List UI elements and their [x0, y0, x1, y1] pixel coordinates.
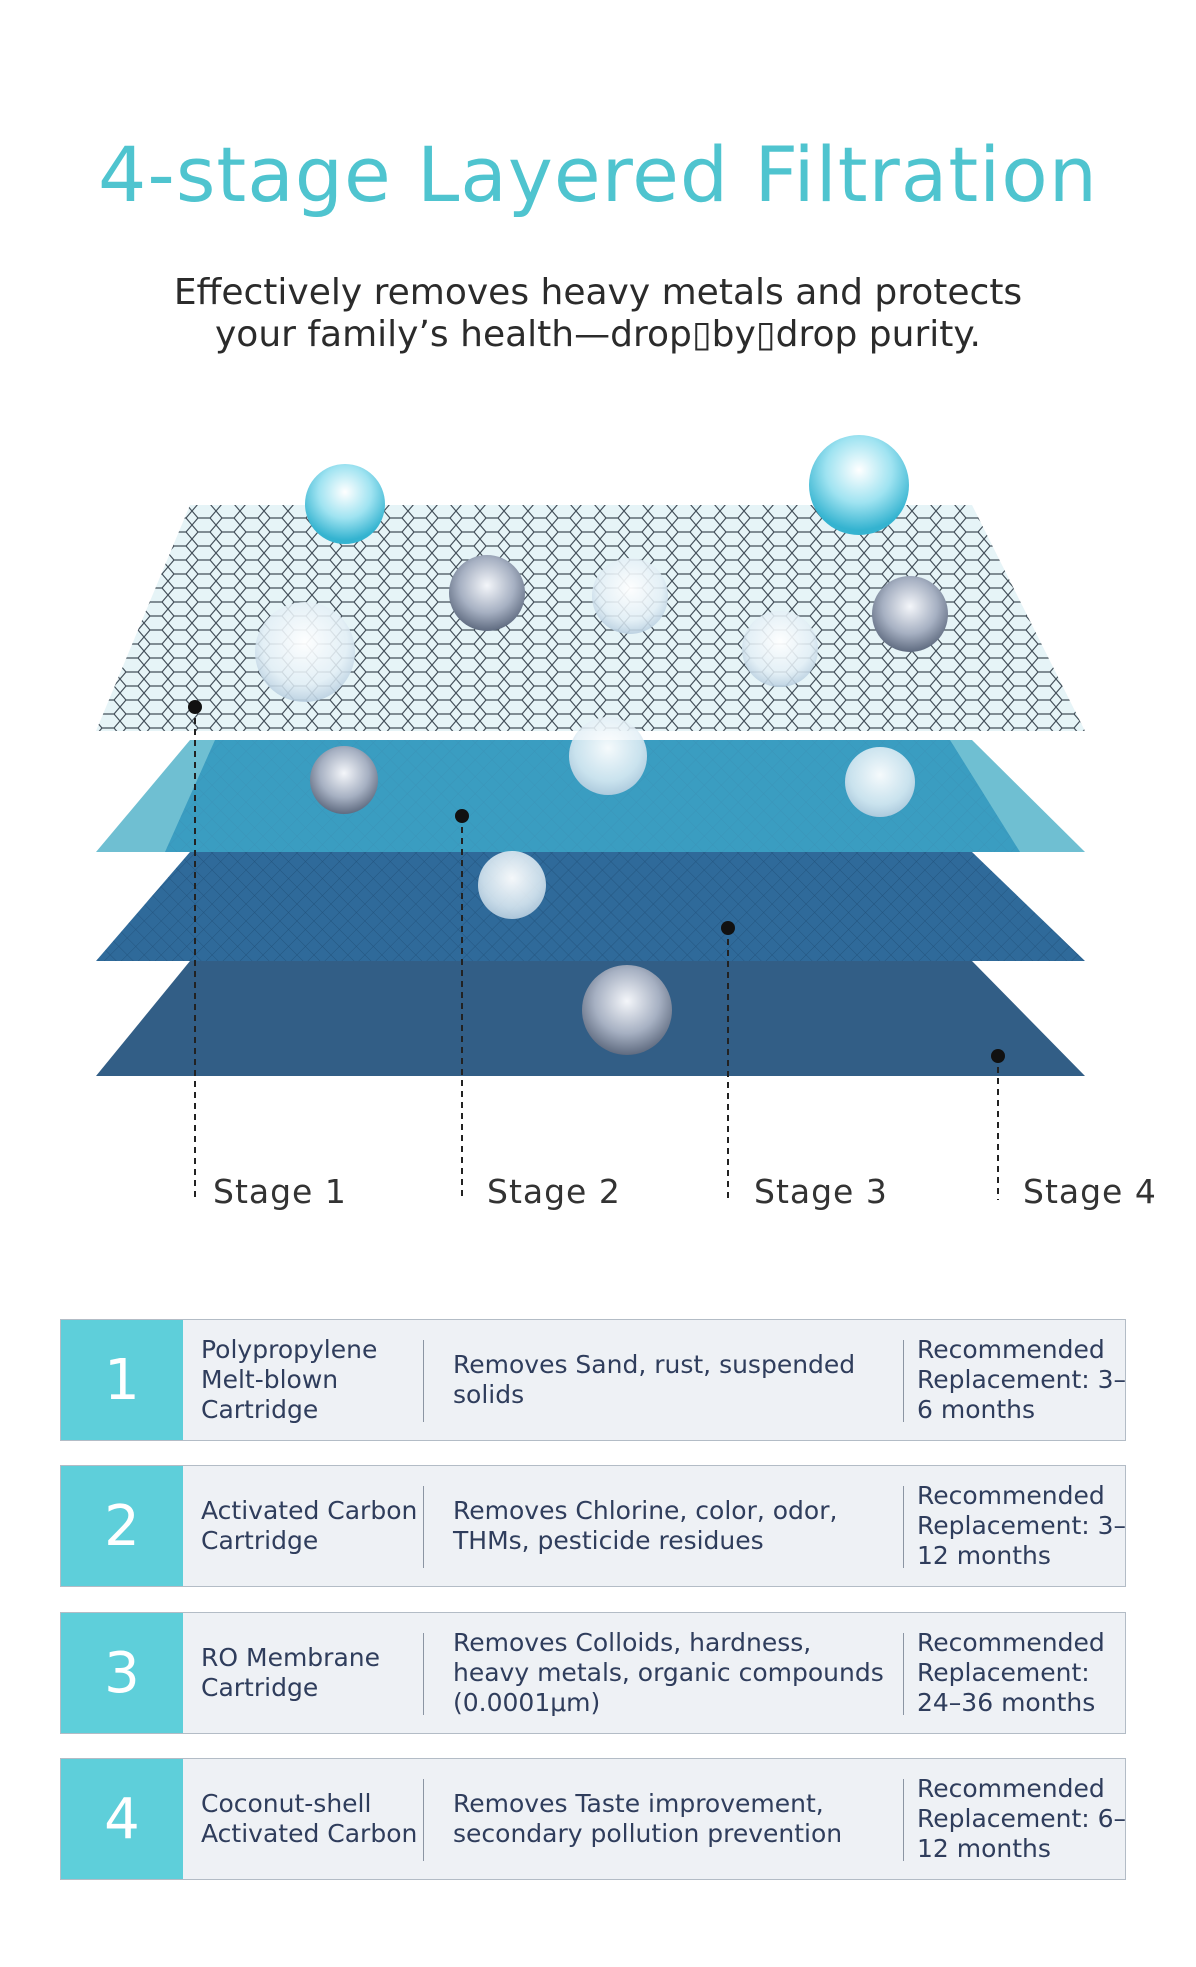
filter-row-2: 2 Activated Carbon Cartridge Removes Chl… — [60, 1465, 1126, 1587]
filter-row-4: 4 Coconut-shell Activated Carbon Removes… — [60, 1758, 1126, 1880]
divider — [423, 1340, 424, 1422]
stage-4-label: Stage 4 — [1023, 1172, 1157, 1211]
divider — [423, 1486, 424, 1568]
page-subtitle: Effectively removes heavy metals and pro… — [0, 272, 1196, 356]
divider — [903, 1340, 904, 1422]
filter-layer-3 — [96, 852, 1085, 961]
filter-function: Removes Sand, rust, suspended solids — [453, 1350, 856, 1409]
particle-10 — [845, 747, 915, 817]
particle-4 — [592, 558, 668, 634]
particle-5 — [872, 576, 948, 652]
stage-3-label: Stage 3 — [754, 1172, 888, 1211]
stage-4-marker — [991, 1049, 1005, 1063]
filter-number: 2 — [61, 1466, 183, 1586]
stage-1-label: Stage 1 — [213, 1172, 347, 1211]
filter-function: Removes Taste improvement, secondary pol… — [453, 1789, 843, 1848]
filter-name: Activated Carbon Cartridge — [201, 1496, 418, 1555]
particle-6 — [255, 602, 355, 702]
stage-1-marker — [188, 700, 202, 714]
filter-name: Coconut-shell Activated Carbon — [201, 1789, 418, 1848]
filter-replacement: Recommended Replacement: 3–12 months — [917, 1481, 1127, 1570]
particle-3 — [449, 555, 525, 631]
particle-2 — [809, 435, 909, 535]
filter-function: Removes Colloids, hardness, heavy metals… — [453, 1628, 884, 1717]
particle-7 — [742, 611, 818, 687]
particle-12 — [582, 965, 672, 1055]
stage-pointers — [188, 700, 1005, 1200]
filter-number: 1 — [61, 1320, 183, 1440]
filter-row-3: 3 RO Membrane Cartridge Removes Colloids… — [60, 1612, 1126, 1734]
particle-9 — [569, 717, 647, 795]
filtration-layers-diagram — [96, 435, 1085, 1200]
particle-8 — [310, 746, 378, 814]
divider — [903, 1633, 904, 1715]
divider — [903, 1779, 904, 1861]
stage-2-label: Stage 2 — [487, 1172, 621, 1211]
subtitle-line-1: Effectively removes heavy metals and pro… — [173, 272, 1023, 313]
divider — [423, 1779, 424, 1861]
filter-name: Polypropylene Melt-blown Cartridge — [201, 1335, 378, 1424]
divider — [903, 1486, 904, 1568]
particle-11 — [478, 851, 546, 919]
subtitle-line-2: your family’s health—drop▯by▯drop purity… — [214, 314, 981, 355]
particle-1 — [305, 464, 385, 544]
filter-name: RO Membrane Cartridge — [201, 1643, 380, 1702]
stage-2-marker — [455, 809, 469, 823]
filter-replacement: Recommended Replacement: 3–6 months — [917, 1335, 1127, 1424]
filter-number: 3 — [61, 1613, 183, 1733]
filter-replacement: Recommended Replacement: 6–12 months — [917, 1774, 1127, 1863]
filter-row-1: 1 Polypropylene Melt-blown Cartridge Rem… — [60, 1319, 1126, 1441]
filter-number: 4 — [61, 1759, 183, 1879]
page-title: 4-stage Layered Filtration — [98, 130, 1098, 219]
filter-function: Removes Chlorine, color, odor, THMs, pes… — [453, 1496, 838, 1555]
filter-replacement: Recommended Replacement: 24–36 months — [917, 1628, 1105, 1717]
water-particles — [255, 435, 948, 1055]
divider — [423, 1633, 424, 1715]
stage-3-marker — [721, 921, 735, 935]
